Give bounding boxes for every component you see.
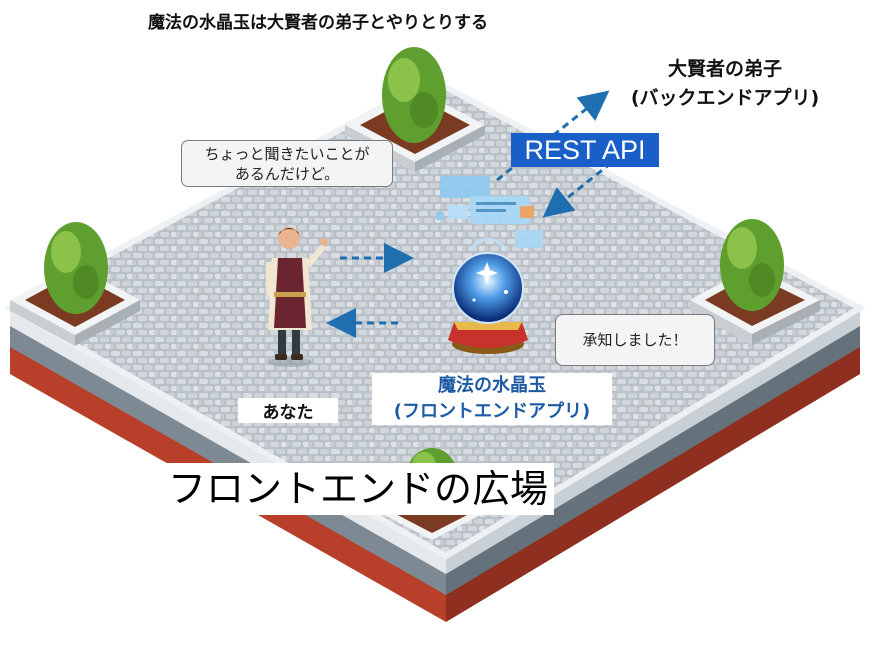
plaza-title: フロントエンドの広場 [162,463,555,515]
crystal-ball-label: 魔法の水晶玉 (フロントエンドアプリ) [372,373,612,425]
person-figure [266,227,328,367]
hologram-panels [436,176,543,248]
planter-right [690,219,820,345]
frontend-app-label: (フロントエンドアプリ) [393,401,591,422]
user-speech-line2: あるんだけど。 [234,165,340,183]
sage-apprentice-name: 大賢者の弟子 [667,58,782,80]
plaza-base [10,308,860,622]
scene-caption: 魔法の水晶玉は大賢者の弟子とやりとりする [148,13,488,33]
sage-apprentice-label: 大賢者の弟子 (バックエンドアプリ) [600,55,850,113]
planter-left [10,222,140,346]
crystal-ball [448,237,528,354]
cobblestone-floor [10,80,860,556]
user-speech-line1: ちょっと聞きたいことが [204,145,370,163]
crystal-ball-name: 魔法の水晶玉 [438,375,546,396]
crystal-speech-bubble: 承知しました！ [555,314,715,366]
user-speech-bubble: ちょっと聞きたいことが あるんだけど。 [181,140,393,187]
backend-app-label: (バックエンドアプリ) [630,87,820,109]
user-label: あなた [238,398,338,423]
planter-top [345,47,485,172]
rest-api-badge: REST API [511,133,659,167]
